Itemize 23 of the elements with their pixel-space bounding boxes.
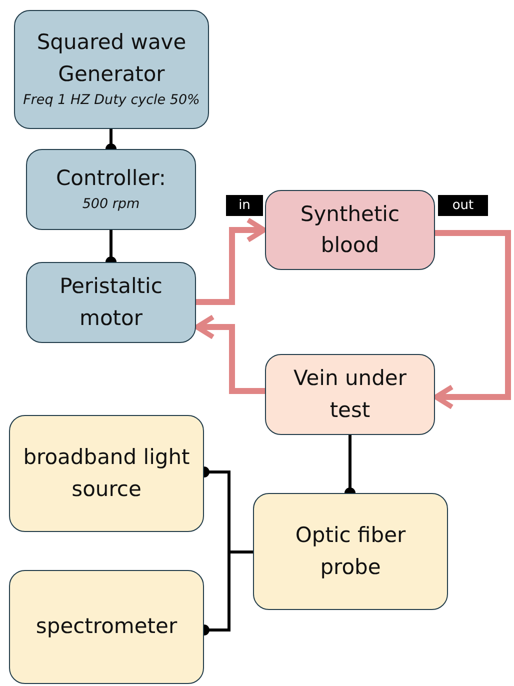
process-box [26, 149, 196, 230]
box-title: Vein under test [292, 365, 408, 424]
flow-arrow [194, 314, 265, 394]
process-box [14, 10, 209, 129]
box-title: spectrometer [36, 613, 178, 640]
process-box [9, 570, 204, 684]
box-title: Synthetic blood [299, 200, 401, 259]
box-title: Peristaltic motor [58, 273, 164, 332]
process-box [265, 354, 435, 435]
box-title: Optic fiber probe [294, 522, 407, 580]
process-box [26, 262, 196, 343]
port-tag: in [226, 195, 263, 216]
box-title: broadband light source [22, 444, 191, 502]
box-title: Squared wave Generator [36, 29, 188, 88]
box-title: Controller: [56, 164, 166, 192]
flow-arrow [196, 218, 266, 305]
box-detail: 500 rpm [82, 195, 140, 214]
process-box [9, 415, 204, 532]
box-detail: Freq 1 HZ Duty cycle 50% [23, 91, 200, 110]
port-tag: out [438, 195, 488, 216]
process-box [253, 493, 448, 610]
flow-arrow [434, 230, 511, 410]
process-box [265, 190, 435, 270]
